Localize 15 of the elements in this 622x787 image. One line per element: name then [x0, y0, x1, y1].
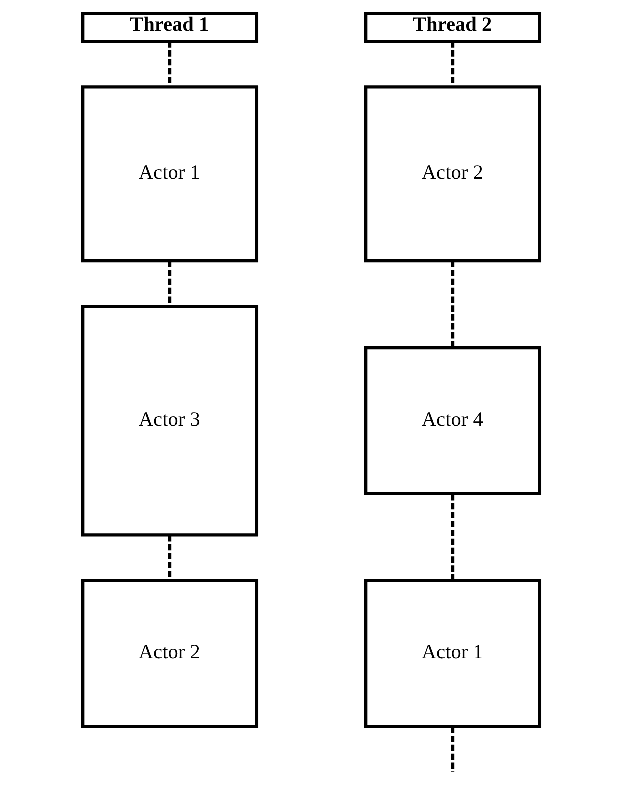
node-box: Actor 2 [80, 579, 258, 728]
connector [450, 494, 454, 581]
connector [450, 727, 454, 772]
node-box: Actor 1 [80, 86, 258, 263]
node-box: Thread 1 [80, 12, 258, 44]
node-box: Actor 2 [364, 86, 542, 263]
node-box: Actor 1 [364, 579, 542, 728]
connector [168, 261, 172, 307]
connector [450, 42, 454, 87]
connector [168, 535, 172, 581]
connector [168, 42, 172, 87]
connector [450, 261, 454, 348]
node-box: Actor 4 [364, 346, 542, 496]
node-box: Actor 3 [80, 305, 258, 537]
node-box: Thread 2 [364, 12, 542, 44]
